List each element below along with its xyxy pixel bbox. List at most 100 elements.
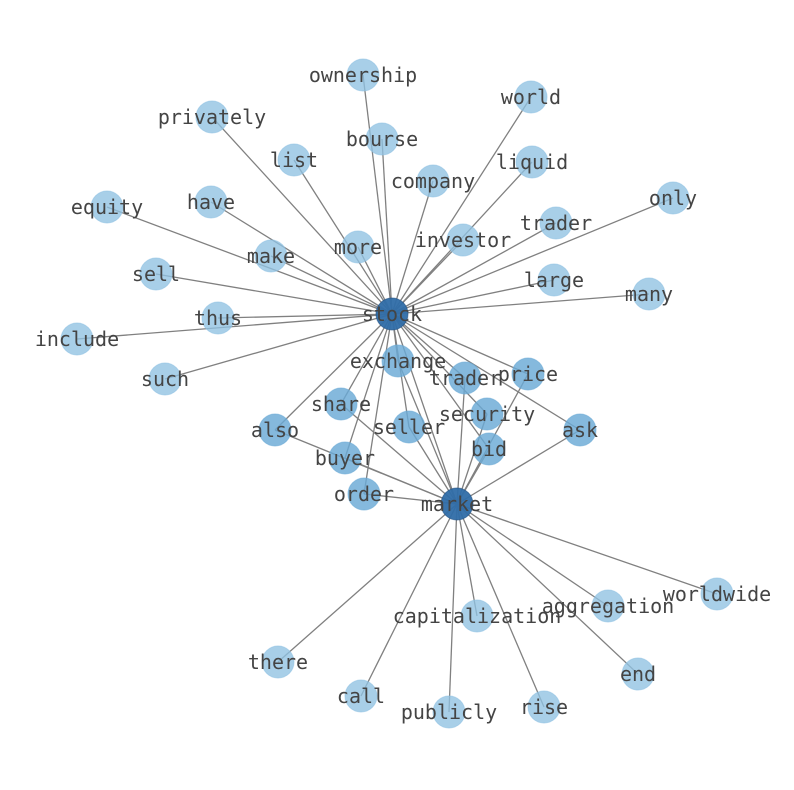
node-price	[511, 357, 545, 391]
edge-stock-bid	[391, 313, 490, 450]
node-make	[254, 239, 288, 273]
node-investor	[446, 223, 480, 257]
node-label-make: make	[247, 244, 295, 268]
node-many	[632, 277, 666, 311]
node-exchange	[381, 344, 415, 378]
node-only	[656, 181, 690, 215]
edge-stock-such	[164, 313, 393, 380]
node-label-buyer: buyer	[315, 446, 375, 470]
node-label-price: price	[498, 362, 558, 386]
node-label-worldwide: worldwide	[663, 582, 771, 606]
edge-market-worldwide	[456, 503, 718, 595]
edge-market-end	[456, 503, 639, 675]
node-ownership	[346, 58, 380, 92]
node-rise	[527, 690, 561, 724]
node-privately	[195, 100, 229, 134]
node-capitalization	[460, 599, 494, 633]
edge-market-call	[360, 503, 458, 697]
node-label-only: only	[649, 186, 697, 210]
node-label-order: order	[334, 482, 394, 506]
node-label-there: there	[248, 650, 308, 674]
edge-stock-trader_top	[391, 222, 557, 315]
node-label-large: large	[524, 268, 584, 292]
node-label-many: many	[625, 282, 673, 306]
node-seller	[392, 410, 426, 444]
edge-stock-many	[391, 293, 650, 315]
node-label-call: call	[337, 684, 385, 708]
node-large	[537, 263, 571, 297]
edge-stock-price	[391, 313, 529, 375]
edge-stock-security	[391, 313, 488, 415]
edge-stock-thus	[217, 313, 393, 319]
node-label-seller: seller	[373, 415, 445, 439]
node-label-also: also	[251, 418, 299, 442]
edge-market-ask	[456, 429, 581, 505]
node-buyer	[328, 441, 362, 475]
edge-stock-order	[363, 313, 393, 495]
edge-stock-large	[391, 279, 555, 315]
edge-market-rise	[456, 503, 545, 708]
node-label-security: security	[439, 402, 535, 426]
node-label-trader_mid: trader	[429, 366, 501, 390]
node-label-ownership: ownership	[309, 63, 417, 87]
node-trader_mid	[448, 361, 482, 395]
node-label-include: include	[35, 327, 119, 351]
node-world	[514, 80, 548, 114]
node-share	[324, 387, 358, 421]
node-label-share: share	[311, 392, 371, 416]
node-also	[258, 413, 292, 447]
node-include	[60, 322, 94, 356]
node-end	[621, 657, 655, 691]
node-liquid	[515, 145, 549, 179]
node-security	[470, 397, 504, 431]
node-such	[148, 362, 182, 396]
node-call	[344, 679, 378, 713]
edge-stock-company	[391, 180, 434, 315]
node-label-capitalization: capitalization	[393, 604, 562, 628]
node-label-trader_top: trader	[520, 211, 592, 235]
node-bid	[472, 432, 506, 466]
node-company	[416, 164, 450, 198]
edge-market-share	[340, 403, 458, 505]
node-label-liquid: liquid	[496, 150, 568, 174]
node-label-bid: bid	[471, 437, 507, 461]
node-market	[440, 487, 474, 521]
node-publicly	[432, 695, 466, 729]
node-label-list: list	[270, 148, 318, 172]
node-label-more: more	[334, 235, 382, 259]
edge-market-there	[277, 503, 458, 663]
nodes-layer	[60, 58, 734, 729]
edge-stock-world	[391, 96, 532, 315]
edge-stock-list	[293, 159, 393, 315]
edge-stock-also	[274, 313, 393, 431]
node-sell	[139, 257, 173, 291]
node-label-stock: stock	[362, 302, 422, 326]
node-trader_top	[539, 206, 573, 240]
edge-stock-privately	[211, 116, 393, 315]
edge-stock-buyer	[344, 313, 393, 459]
node-equity	[90, 190, 124, 224]
node-list	[277, 143, 311, 177]
node-have	[194, 185, 228, 219]
node-label-thus: thus	[194, 306, 242, 330]
node-label-market: market	[421, 492, 493, 516]
edge-market-aggregation	[456, 503, 609, 607]
edge-stock-make	[270, 255, 393, 315]
node-label-aggregation: aggregation	[542, 594, 674, 618]
node-label-publicly: publicly	[401, 700, 497, 724]
node-label-ask: ask	[562, 418, 598, 442]
node-label-exchange: exchange	[350, 349, 446, 373]
edge-stock-ask	[391, 313, 581, 431]
edge-stock-include	[76, 313, 393, 340]
edge-stock-bourse	[381, 138, 393, 315]
edge-market-capitalization	[456, 503, 478, 617]
edge-stock-sell	[155, 273, 393, 315]
node-label-company: company	[391, 169, 475, 193]
node-label-such: such	[141, 367, 189, 391]
node-label-rise: rise	[520, 695, 568, 719]
node-label-equity: equity	[71, 195, 143, 219]
node-stock	[375, 297, 409, 331]
node-bourse	[365, 122, 399, 156]
node-order	[347, 477, 381, 511]
node-worldwide	[700, 577, 734, 611]
